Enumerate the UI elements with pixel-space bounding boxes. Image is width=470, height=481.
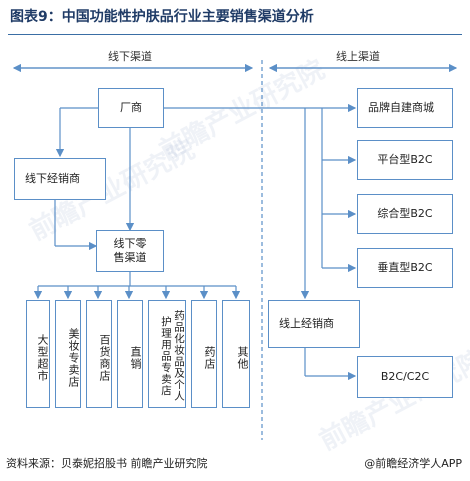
online-distributor-node: 线上经销商 (268, 300, 360, 348)
retail-outlet-node: 其他 (222, 300, 250, 408)
brand-credit: @前瞻经济学人APP (364, 457, 462, 470)
manufacturer-node: 厂商 (98, 88, 164, 128)
source-note: 资料来源：贝泰妮招股书 前瞻产业研究院 (6, 457, 208, 470)
brand-store-node: 品牌自建商城 (357, 88, 453, 128)
offline-distributor-node: 线下经销商 (14, 158, 106, 200)
integrated-b2c-node: 综合型B2C (357, 194, 453, 234)
online-section-label: 线上渠道 (336, 50, 380, 63)
retail-outlet-node: 美妆专卖店 (55, 300, 81, 408)
retail-outlet-node: 大型超市 (26, 300, 50, 408)
retail-outlet-node: 百货商店 (86, 300, 112, 408)
retail-outlet-node: 药店 (191, 300, 217, 408)
platform-b2c-node: 平台型B2C (357, 140, 453, 180)
retail-outlet-node: 药品化妆品及个人护理用品专卖店 (148, 300, 186, 408)
page-title: 图表9：中国功能性护肤品行业主要销售渠道分析 (10, 9, 314, 25)
vertical-b2c-node: 垂直型B2C (357, 248, 453, 288)
offline-section-label: 线下渠道 (108, 50, 152, 63)
b2c-c2c-node: B2C/C2C (357, 356, 453, 398)
title-divider (8, 34, 462, 35)
offline-retail-node: 线下零售渠道 (96, 230, 164, 272)
retail-outlet-node: 直销 (117, 300, 143, 408)
offline-retail-label: 线下零售渠道 (113, 237, 147, 264)
